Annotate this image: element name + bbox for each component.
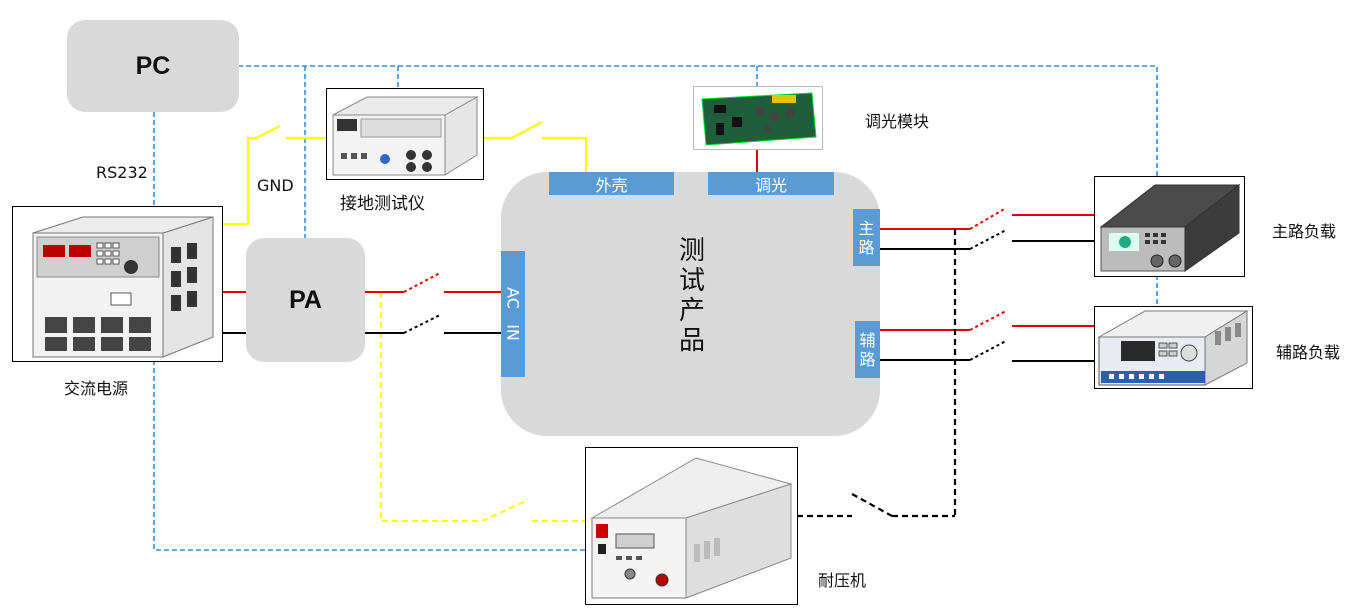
- hipot-tester-image: [585, 447, 798, 605]
- ac-source-label: 交流电源: [64, 379, 129, 398]
- dut-tab-ac-in: AC IN: [501, 251, 525, 377]
- ground-tester-label: 接地测试仪: [340, 194, 425, 214]
- dut-tab-ac-label: AC: [503, 287, 523, 309]
- rs232-label: RS232: [96, 163, 148, 182]
- aux-load-label: 辅路负载: [1276, 343, 1341, 362]
- dut-tab-in-label: IN: [503, 324, 523, 341]
- aux-load-image: [1094, 306, 1253, 389]
- dimming-module-image: [693, 86, 823, 150]
- dut-tab-aux-label-1: 辅: [859, 330, 876, 350]
- hipot-label: 耐压机: [818, 571, 867, 590]
- dut-tab-dimming: 调光: [708, 172, 834, 195]
- pc-label: PC: [135, 51, 171, 80]
- ac-source-wiring: [222, 291, 246, 334]
- pa-box: PA: [246, 238, 365, 362]
- dut-box: [501, 172, 880, 436]
- dut-tab-shell: 外壳: [549, 172, 674, 195]
- ground-wiring: [222, 121, 588, 226]
- dut-tab-dimming-label: 调光: [754, 175, 787, 195]
- main-output-wiring: [880, 207, 1095, 250]
- pc-box: PC: [67, 20, 239, 112]
- hipot-wiring: [797, 229, 957, 518]
- dut-tab-aux: 辅 路: [855, 321, 880, 378]
- main-load-image: [1094, 176, 1245, 277]
- dut-tab-main-label-2: 路: [858, 237, 875, 257]
- aux-output-wiring: [880, 310, 1095, 362]
- pa-output-wiring: [365, 272, 502, 334]
- ground-tester-image: [326, 88, 484, 180]
- dut-tab-shell-label: 外壳: [595, 175, 628, 195]
- dut-tab-main-label-1: 主: [858, 218, 875, 238]
- ac-source-image: [12, 206, 223, 362]
- dut-tab-aux-label-2: 路: [859, 349, 876, 369]
- dut-tab-main: 主 路: [853, 209, 880, 266]
- gnd-label: GND: [257, 176, 294, 195]
- dimming-module-label: 调光模块: [865, 112, 930, 131]
- main-load-label: 主路负载: [1272, 222, 1337, 241]
- ground-wiring-dashed: [379, 292, 586, 523]
- dut-title: 测试产品: [678, 236, 705, 356]
- pa-label: PA: [289, 285, 322, 314]
